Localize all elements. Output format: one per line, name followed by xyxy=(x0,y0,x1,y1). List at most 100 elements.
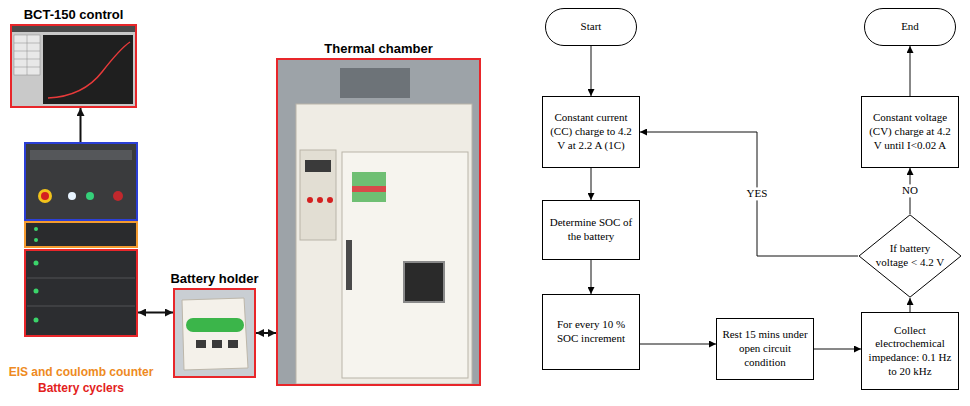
text-group: BCT-150 control xyxy=(0,7,175,23)
door-handle xyxy=(346,240,352,290)
text-group: Start xyxy=(581,20,602,34)
control-panel xyxy=(300,150,336,240)
part-label: Thermal chamber xyxy=(238,41,519,57)
software-screenshot xyxy=(12,26,135,106)
indicator-led xyxy=(34,318,39,323)
process-box: Rest 15 mins under open circuit conditio… xyxy=(716,318,814,380)
connector-arrow xyxy=(591,260,592,294)
screen-plot xyxy=(43,35,133,104)
text-group: Rest 15 mins under open circuit conditio… xyxy=(721,328,809,369)
edge-label: YES xyxy=(745,187,770,200)
holder-opening xyxy=(196,340,206,348)
connector-arrow xyxy=(591,168,592,200)
text-group: Determine SOC of the battery xyxy=(547,216,635,244)
screen-table xyxy=(14,35,40,75)
part-label: Battery holder xyxy=(135,271,294,287)
indicator-led xyxy=(34,227,38,231)
photo-frame: Battery holder xyxy=(173,288,256,378)
photo-frame: Thermal chamber xyxy=(276,58,481,386)
panel-button xyxy=(307,197,313,203)
terminal-box: End xyxy=(864,8,956,46)
text-group: For every 10 % SOC increment xyxy=(547,318,635,346)
chamber-ground xyxy=(278,60,479,384)
screen-curve xyxy=(48,42,130,98)
chamber-door xyxy=(342,152,468,378)
box-text: If battery voltage < 4.2 V xyxy=(876,242,945,270)
door-sticker-band xyxy=(352,186,386,192)
equipment-rack xyxy=(25,143,137,336)
part-label: BCT-150 control xyxy=(0,7,175,23)
chamber-equipment xyxy=(340,68,410,98)
indicator-led xyxy=(34,289,39,294)
text-group: EIS and coulomb counterBattery cyclers xyxy=(0,365,178,396)
connector-arrow xyxy=(640,132,858,256)
text-group: Battery holder xyxy=(135,271,294,287)
decision-diamond: If battery voltage < 4.2 V xyxy=(858,214,962,298)
eis-unit xyxy=(25,222,137,247)
text-group: Collect electrochemical impedance: 0.1 H… xyxy=(866,324,954,379)
equipment-stack: EIS and coulomb counterBattery cyclers xyxy=(24,142,138,337)
connector-arrow xyxy=(814,349,861,350)
holder-opening xyxy=(228,340,238,348)
connector-arrow xyxy=(138,312,173,314)
box-text: Collect electrochemical impedance: 0.1 H… xyxy=(866,324,954,379)
process-box: Collect electrochemical impedance: 0.1 H… xyxy=(861,312,959,390)
door-sticker xyxy=(352,172,386,202)
screen-table-grid xyxy=(14,35,40,75)
text-group: Constant current (CC) charge to 4.2 V at… xyxy=(547,111,635,152)
indicator-led xyxy=(113,191,123,201)
control-unit xyxy=(25,143,137,220)
battery-cell xyxy=(186,318,244,332)
connector-arrow xyxy=(910,46,911,96)
screen-ground xyxy=(12,26,135,106)
connector-arrow xyxy=(256,332,276,334)
cycler-dividers xyxy=(27,278,135,306)
holder-ground xyxy=(175,290,254,376)
screen-toolbar xyxy=(12,26,135,32)
indicator-led xyxy=(68,192,76,200)
photo-frame: BCT-150 control xyxy=(10,24,137,108)
process-box: Constant voltage (CV) charge at 4.2 V un… xyxy=(861,96,959,168)
thermal-chamber-photo xyxy=(278,60,479,384)
process-box: Determine SOC of the battery xyxy=(542,200,640,260)
diamond-shape xyxy=(859,215,961,297)
process-box: For every 10 % SOC increment xyxy=(542,294,640,370)
panel-button xyxy=(327,197,333,203)
terminal-box: Start xyxy=(545,8,637,46)
box-text: Constant current (CC) charge to 4.2 V at… xyxy=(547,111,635,152)
part-label: Battery cyclers xyxy=(0,381,178,397)
connector-arrow xyxy=(591,46,592,96)
stop-button xyxy=(41,192,49,200)
indicator-led xyxy=(34,261,39,266)
door-window xyxy=(404,262,444,302)
cycler-unit xyxy=(25,250,137,336)
indicator-led xyxy=(34,238,38,242)
panel-display xyxy=(305,160,331,172)
box-text: Rest 15 mins under open circuit conditio… xyxy=(721,328,809,369)
holder-box xyxy=(182,298,248,370)
box-text: Determine SOC of the battery xyxy=(547,216,635,244)
text-group: Thermal chamber xyxy=(238,41,519,57)
connector-arrow xyxy=(910,298,911,312)
text-group: If battery voltage < 4.2 V xyxy=(876,242,945,270)
part-label: EIS and coulomb counter xyxy=(0,365,178,381)
unit-panel xyxy=(30,150,132,160)
indicator-led xyxy=(86,192,94,200)
text-group: End xyxy=(901,20,919,34)
box-text: Constant voltage (CV) charge at 4.2 V un… xyxy=(866,111,954,152)
box-text: Start xyxy=(581,20,602,34)
edge-label: NO xyxy=(900,184,920,197)
process-box: Constant current (CC) charge to 4.2 V at… xyxy=(542,96,640,168)
panel-button xyxy=(317,197,323,203)
battery-holder-photo xyxy=(175,290,254,376)
holder-opening xyxy=(212,340,222,348)
text-group: Constant voltage (CV) charge at 4.2 V un… xyxy=(866,111,954,152)
chamber-body xyxy=(296,104,472,384)
box-text: End xyxy=(901,20,919,34)
connector-arrow xyxy=(80,108,82,142)
box-text: For every 10 % SOC increment xyxy=(547,318,635,346)
connector-arrow xyxy=(640,344,716,345)
